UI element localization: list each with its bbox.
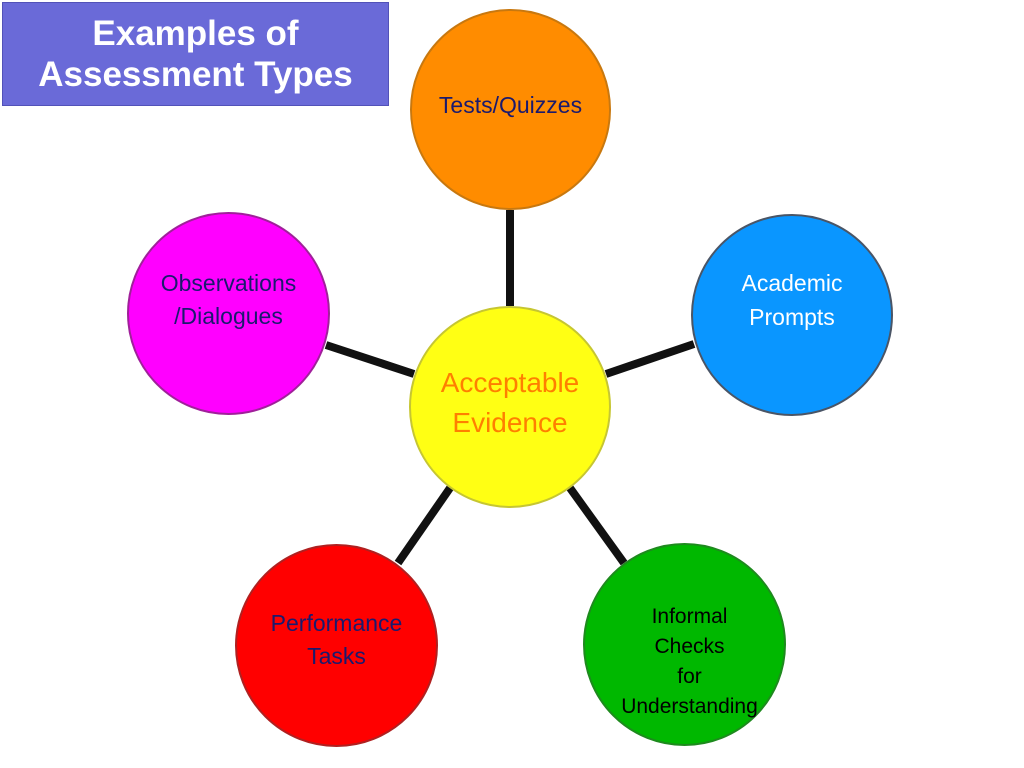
node-performance-tasks: Performance Tasks xyxy=(235,544,438,747)
node-tests-quizzes-label: Tests/Quizzes xyxy=(438,91,583,118)
node-academic-prompts: Academic Prompts xyxy=(691,214,893,416)
title-box: Examples of Assessment Types xyxy=(2,2,389,106)
connector-academic xyxy=(604,340,696,378)
connector-informal xyxy=(566,485,628,566)
title-line-1: Examples of xyxy=(92,14,299,53)
node-acceptable-evidence-label: Acceptable Evidence xyxy=(440,367,580,438)
node-observations-dialogues-label: Observations /Dialogues xyxy=(160,269,297,329)
node-informal-checks: Informal Checks for Understanding xyxy=(583,543,786,746)
node-acceptable-evidence: Acceptable Evidence xyxy=(409,306,611,508)
connector-observations xyxy=(324,341,416,378)
connector-performance xyxy=(394,485,454,566)
node-tests-quizzes: Tests/Quizzes xyxy=(410,9,611,210)
title-line-2: Assessment Types xyxy=(38,55,353,94)
node-academic-prompts-label: Academic Prompts xyxy=(741,270,843,330)
node-performance-tasks-label: Performance Tasks xyxy=(270,609,403,669)
node-observations-dialogues: Observations /Dialogues xyxy=(127,212,330,415)
node-informal-checks-label: Informal Checks for Understanding xyxy=(621,605,758,718)
